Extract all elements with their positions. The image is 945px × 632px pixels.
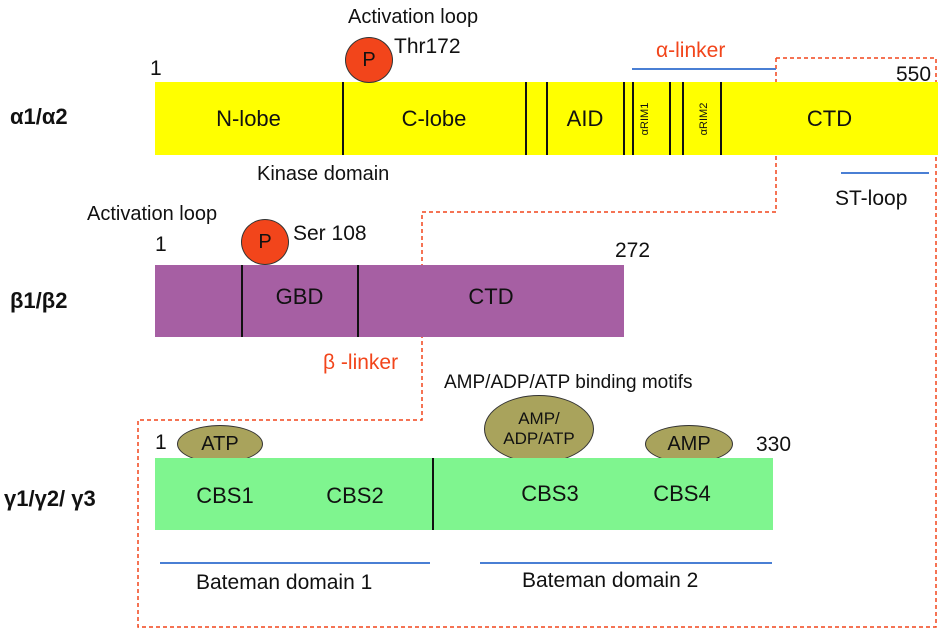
beta-phospho-circle: P — [241, 219, 289, 265]
alpha-divider — [623, 82, 625, 155]
alpha-phospho-site: Thr172 — [394, 35, 461, 58]
alpha-phospho-circle: P — [345, 37, 393, 83]
beta-start-residue: 1 — [155, 233, 167, 256]
beta-phospho-site: Ser 108 — [293, 222, 367, 245]
gamma-start-residue: 1 — [155, 431, 167, 454]
bateman2-label: Bateman domain 2 — [522, 569, 699, 592]
beta-linker-label: β -linker — [323, 351, 399, 374]
gamma-subunit-label: γ1/γ2/ γ3 — [4, 486, 96, 511]
alpha-linker-label: α-linker — [656, 39, 726, 62]
amp-site-oval: AMP — [645, 425, 733, 463]
gamma-bar — [155, 458, 773, 530]
alpha-divider — [669, 82, 671, 155]
bateman1-line — [160, 562, 430, 564]
beta-gbd: GBD — [275, 284, 324, 309]
gamma-cbs1: CBS1 — [196, 483, 254, 508]
gamma-cbs4: CBS4 — [653, 481, 711, 506]
st-loop-label: ST-loop — [835, 187, 908, 210]
gamma-end-residue: 330 — [756, 433, 792, 456]
binding-motifs-label: AMP/ADP/ATP binding motifs — [444, 372, 693, 393]
gamma-divider — [432, 458, 434, 530]
alpha-start-residue: 1 — [150, 57, 162, 80]
alpha-divider — [525, 82, 527, 155]
alpha-aid: AID — [566, 105, 604, 131]
alpha-subunit-label: α1/α2 — [10, 104, 68, 129]
beta-activation-loop-label: Activation loop — [87, 203, 218, 225]
alpha-divider — [720, 82, 722, 155]
alpha-ctd: CTD — [806, 105, 853, 131]
beta-ctd: CTD — [468, 284, 514, 309]
gamma-cbs3: CBS3 — [521, 481, 579, 506]
alpha-c-lobe: C-lobe — [401, 105, 467, 131]
alpha-end-residue: 550 — [896, 63, 932, 86]
alpha-linker-line — [632, 68, 776, 70]
alpha-rim1: αRIM1 — [639, 102, 651, 136]
alpha-activation-loop-label: Activation loop — [348, 6, 479, 28]
st-loop-line — [841, 172, 929, 174]
alpha-n-lobe: N-lobe — [216, 105, 281, 131]
kinase-domain-label: Kinase domain — [257, 163, 390, 185]
beta-end-residue: 272 — [615, 239, 651, 262]
alpha-divider — [342, 82, 344, 155]
gamma-cbs2: CBS2 — [326, 483, 384, 508]
bateman1-label: Bateman domain 1 — [196, 571, 373, 594]
beta-divider — [357, 265, 359, 337]
alpha-divider — [546, 82, 548, 155]
alpha-divider — [682, 82, 684, 155]
beta-bar — [155, 265, 624, 337]
atp-site-oval: ATP — [177, 425, 263, 463]
alpha-rim2: αRIM2 — [698, 102, 710, 136]
beta-subunit-label: β1/β2 — [10, 288, 68, 313]
alpha-divider — [632, 82, 634, 155]
beta-divider — [241, 265, 243, 337]
amp-adp-atp-site-oval: AMP/ ADP/ATP — [484, 395, 594, 463]
bateman2-line — [480, 562, 772, 564]
